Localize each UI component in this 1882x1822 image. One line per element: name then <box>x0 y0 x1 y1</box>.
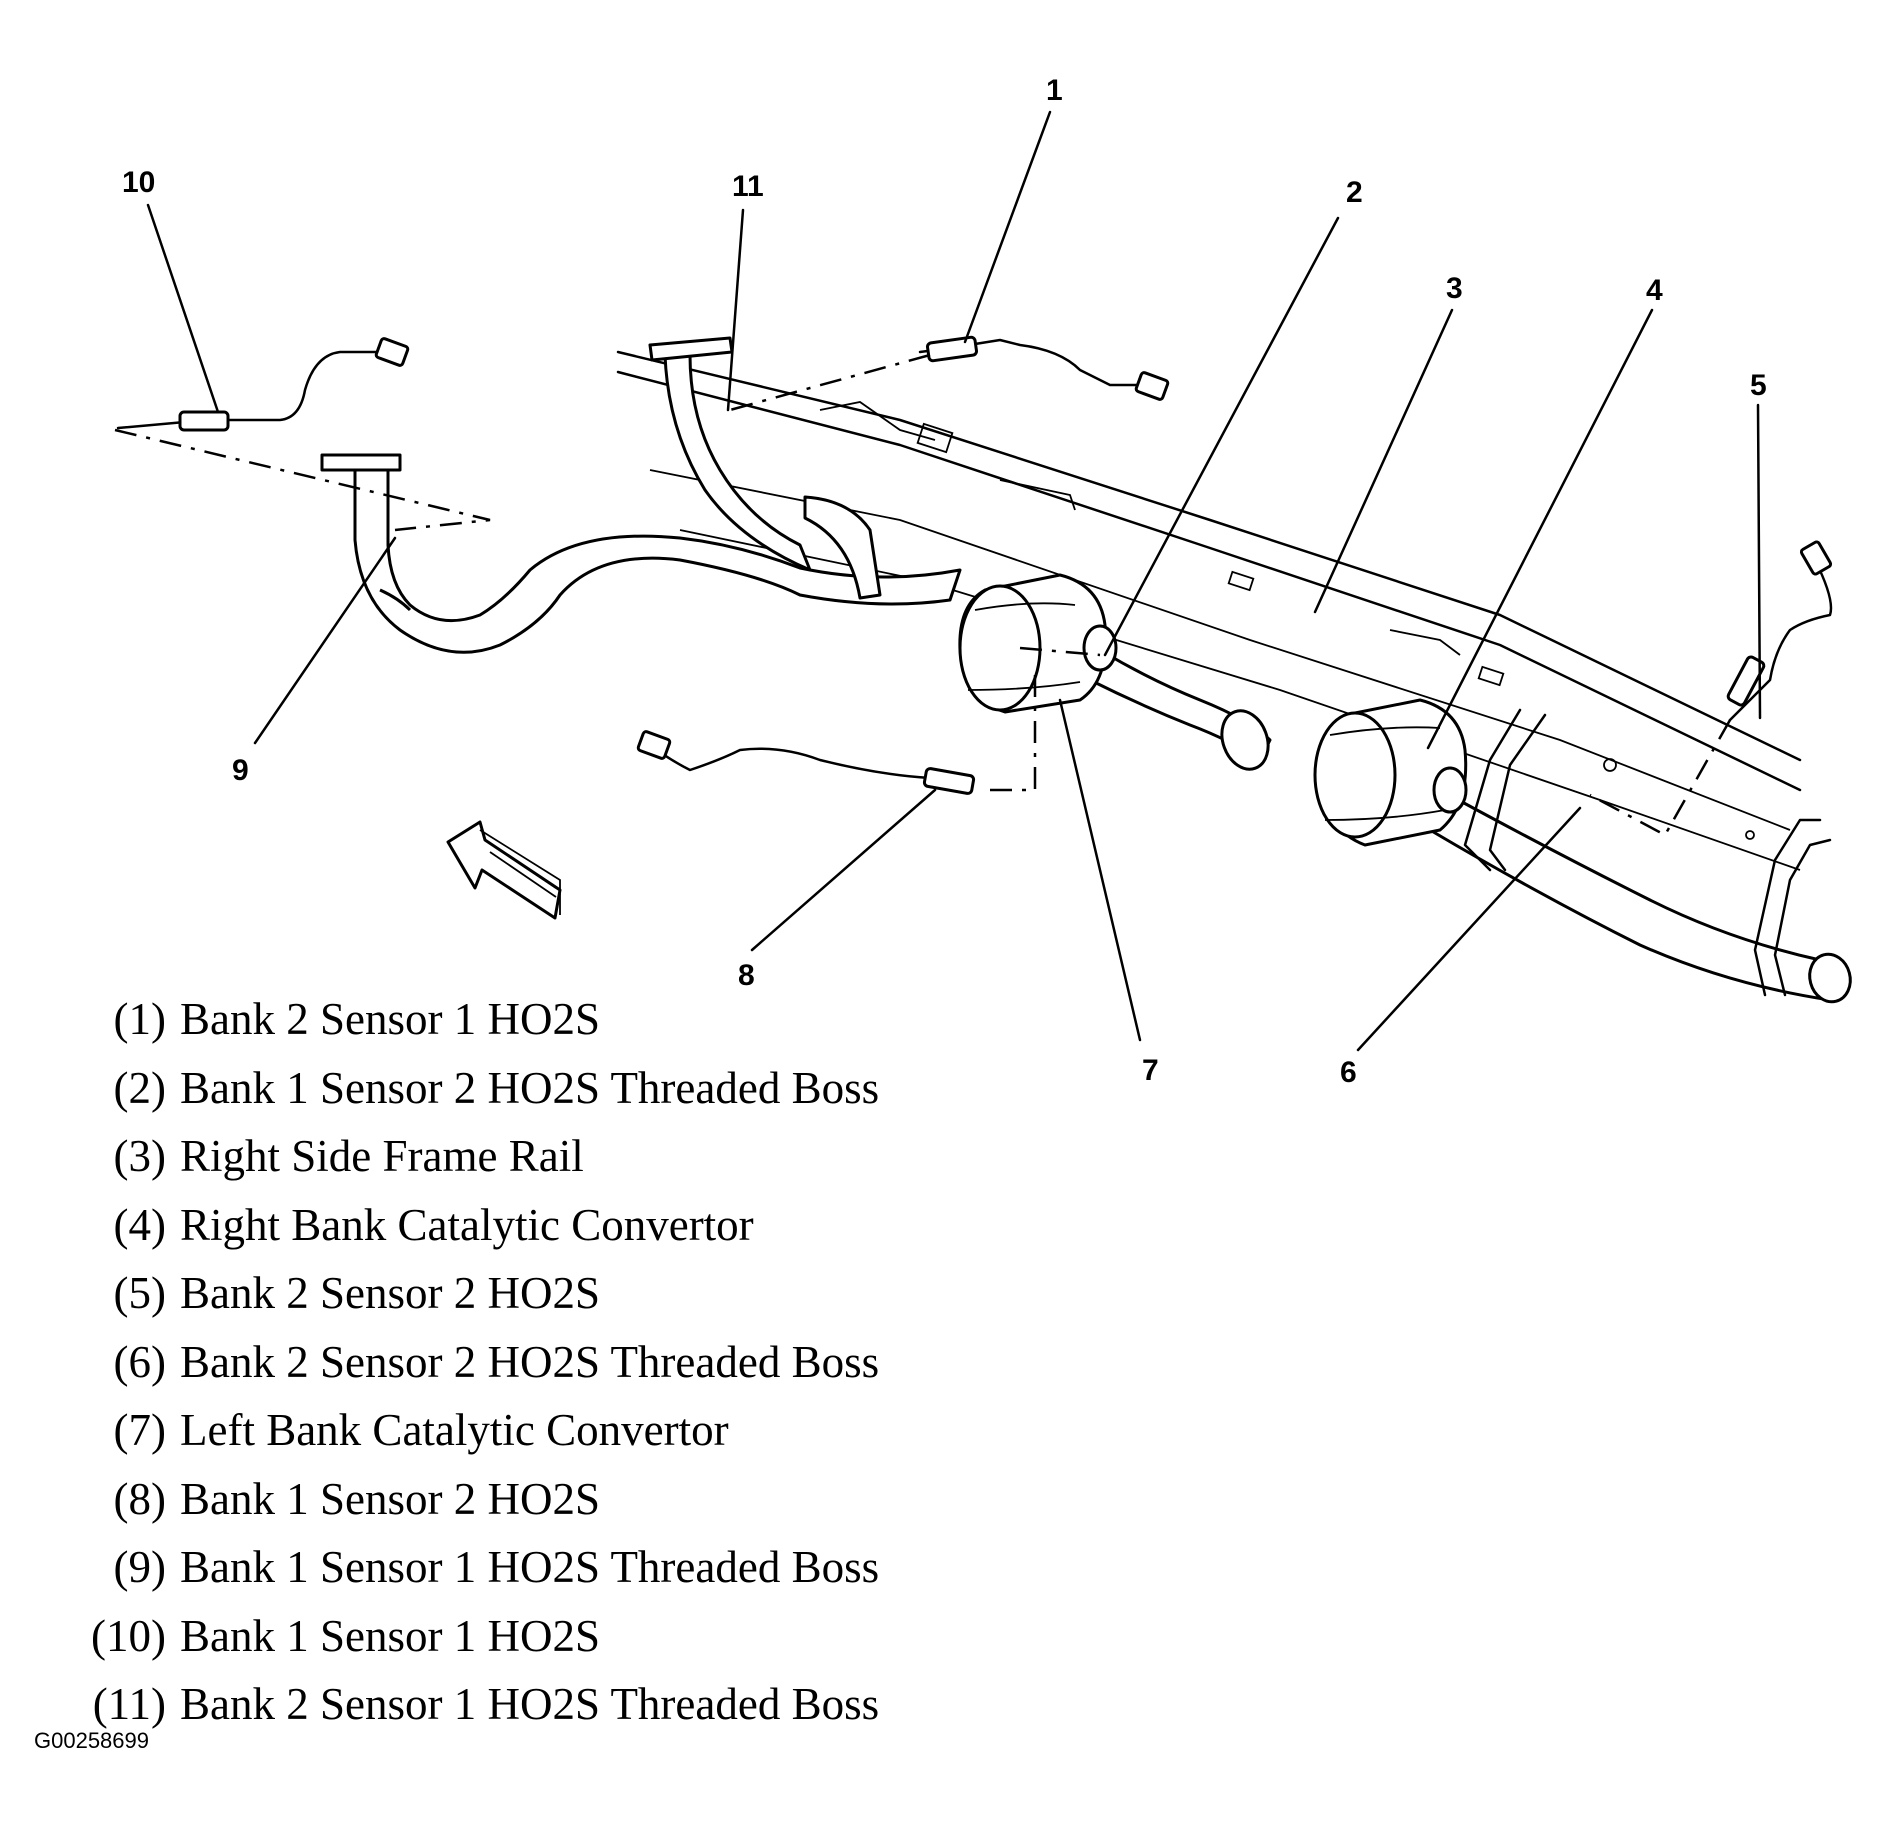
sensor-1 <box>918 335 1170 401</box>
legend-item: (5) Bank 2 Sensor 2 HO2S <box>70 1259 1070 1328</box>
legend-number: (3) <box>113 1131 166 1181</box>
callout-4: 4 <box>1646 274 1663 307</box>
front-direction-arrow <box>446 820 562 920</box>
legend-item: (11) Bank 2 Sensor 1 HO2S Threaded Boss <box>70 1670 1070 1739</box>
legend-item: (4) Right Bank Catalytic Convertor <box>70 1191 1070 1260</box>
legend-list: (1) Bank 2 Sensor 1 HO2S (2) Bank 1 Sensor… <box>70 985 1070 1739</box>
legend-label: Bank 1 Sensor 1 HO2S <box>180 1610 601 1661</box>
legend-number: (7) <box>113 1405 166 1455</box>
legend-number: (5) <box>113 1268 166 1318</box>
legend-item: (6) Bank 2 Sensor 2 HO2S Threaded Boss <box>70 1328 1070 1397</box>
legend-number: (11) <box>92 1679 166 1729</box>
exhaust-pipe <box>320 336 1852 1004</box>
legend-label: Bank 2 Sensor 1 HO2S Threaded Boss <box>180 1679 880 1729</box>
callout-3: 3 <box>1446 272 1463 305</box>
callout-2: 2 <box>1346 176 1363 209</box>
legend-label: Bank 2 Sensor 1 HO2S <box>180 994 601 1044</box>
legend-number: (8) <box>113 1473 166 1524</box>
legend-number: (2) <box>113 1062 166 1113</box>
legend-number: (9) <box>113 1542 166 1592</box>
legend-label: Right Side Frame Rail <box>180 1131 584 1181</box>
callout-6: 6 <box>1340 1056 1357 1089</box>
callout-10: 10 <box>122 166 155 199</box>
callout-8: 8 <box>738 959 755 992</box>
frame-rail <box>616 350 1802 871</box>
callout-9: 9 <box>232 754 249 787</box>
callout-5: 5 <box>1750 369 1767 402</box>
legend-label: Bank 1 Sensor 2 HO2S Threaded Boss <box>180 1062 880 1113</box>
legend-label: Bank 1 Sensor 1 HO2S Threaded Boss <box>180 1542 880 1592</box>
legend-item: (3) Right Side Frame Rail <box>70 1122 1070 1191</box>
legend-item: (2) Bank 1 Sensor 2 HO2S Threaded Boss <box>70 1054 1070 1123</box>
callout-7: 7 <box>1142 1054 1159 1087</box>
callout-1: 1 <box>1046 74 1063 107</box>
legend-number: (10) <box>91 1610 166 1661</box>
legend-label: Right Bank Catalytic Convertor <box>180 1199 754 1250</box>
legend-label: Bank 1 Sensor 2 HO2S <box>180 1473 601 1524</box>
leader-lines <box>146 110 1762 1052</box>
legend-item: (9) Bank 1 Sensor 1 HO2S Threaded Boss <box>70 1533 1070 1602</box>
legend-number: (1) <box>113 994 166 1044</box>
left-bank-catalytic-convertor <box>958 573 1118 714</box>
sensor-10 <box>116 337 410 432</box>
sensor-8 <box>636 730 976 795</box>
callout-11: 11 <box>732 170 764 203</box>
legend-label: Bank 2 Sensor 2 HO2S Threaded Boss <box>180 1336 880 1387</box>
legend-label: Bank 2 Sensor 2 HO2S <box>180 1268 601 1318</box>
legend-label: Left Bank Catalytic Convertor <box>180 1405 729 1455</box>
legend-item: (8) Bank 1 Sensor 2 HO2S <box>70 1465 1070 1534</box>
callout-numbers: 1 2 3 4 5 6 7 8 9 10 11 <box>122 74 1767 1089</box>
sensor-5 <box>1726 540 1833 722</box>
legend-item: (1) Bank 2 Sensor 1 HO2S <box>70 985 1070 1054</box>
legend-item: (10) Bank 1 Sensor 1 HO2S <box>70 1602 1070 1671</box>
legend-number: (4) <box>113 1199 166 1250</box>
figure-id: G00258699 <box>34 1728 149 1753</box>
legend-number: (6) <box>113 1336 166 1387</box>
legend-item: (7) Left Bank Catalytic Convertor <box>70 1396 1070 1465</box>
installation-lines <box>114 353 1732 837</box>
right-bank-catalytic-convertor <box>1313 698 1468 847</box>
